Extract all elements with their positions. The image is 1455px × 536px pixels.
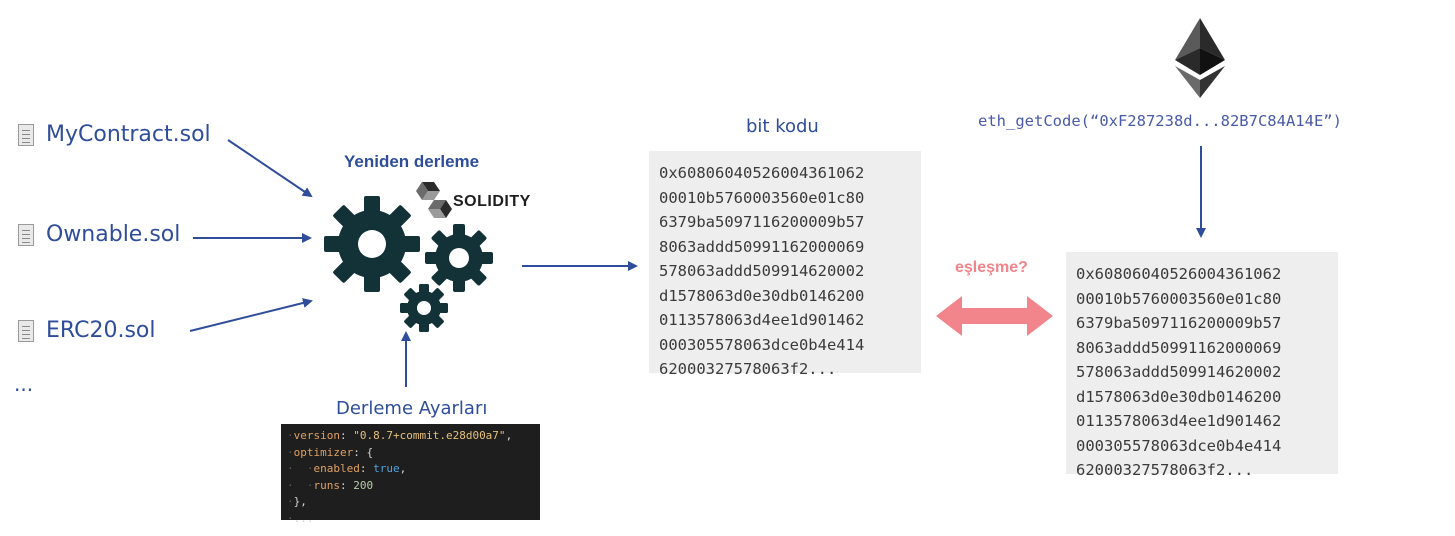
arrow-file1-to-compiler [227,139,313,198]
eth-getcode-call: eth_getCode(“0xF287238d...82B7C84A14E”) [978,112,1342,130]
arrow-file3-to-compiler [189,298,313,332]
compiler-settings-label: Derleme Ayarları [336,398,488,419]
recompile-title: Yeniden derleme [344,152,480,171]
document-icon [18,223,34,246]
bytecode-line: 8063addd50991162000069 [1076,338,1282,357]
bytecode-line: 6379ba5097116200009b57 [659,213,865,231]
bytecode-line: d1578063d0e30db0146200 [659,286,865,305]
bytecode-line: 6379ba5097116200009b57 [1076,314,1282,332]
more-files: ... [14,372,34,396]
bytecode-line: 8063addd50991162000069 [659,237,865,256]
compiler-settings-code: ·version: "0.8.7+commit.e28d00a7", ·opti… [281,424,540,525]
bytecode-line: 578063addd509914620002 [1076,363,1282,381]
document-icon [18,123,34,146]
file-item: ERC20.sol [18,318,155,343]
bytecode-line: 0113578063d4ee1d901462 [659,311,865,329]
bytecode-line: 00010b5760003560e01c80 [659,188,865,207]
gear-icon [400,284,448,332]
bytecode-line: 0113578063d4ee1d901462 [1076,412,1282,430]
solidity-logo-text: SOLIDITY [453,193,531,210]
document-icon [18,319,34,342]
file-item: Ownable.sol [18,222,180,247]
bytecode-line: 0x60806040526004361062 [1076,265,1282,283]
match-double-arrow [936,296,1053,336]
bytecode-label: bit kodu [746,116,819,137]
bytecode-line: 62000327578063f2... [659,360,837,378]
match-label: eşleşme? [955,259,1028,276]
bytecode-line: 578063addd509914620002 [659,262,865,280]
compiled-bytecode-box: 0x60806040526004361062 00010b5760003560e… [649,151,921,378]
solidity-logo-icon [416,182,452,218]
bytecode-line: 00010b5760003560e01c80 [1076,289,1282,308]
ethereum-logo-icon [1175,18,1225,98]
bytecode-line: 0x60806040526004361062 [659,164,865,182]
bytecode-line: d1578063d0e30db0146200 [1076,387,1282,406]
gear-icon [425,224,493,292]
bytecode-line: 62000327578063f2... [1076,461,1254,479]
onchain-bytecode-box: 0x60806040526004361062 00010b5760003560e… [1066,252,1338,479]
bytecode-line: 000305578063dce0b4e414 [659,335,865,354]
file-name: MyContract.sol [46,122,211,147]
bytecode-line: 000305578063dce0b4e414 [1076,436,1282,455]
file-name: Ownable.sol [46,222,181,247]
file-name: ERC20.sol [46,318,156,343]
file-item: MyContract.sol [18,122,211,147]
gear-icon [324,196,420,292]
